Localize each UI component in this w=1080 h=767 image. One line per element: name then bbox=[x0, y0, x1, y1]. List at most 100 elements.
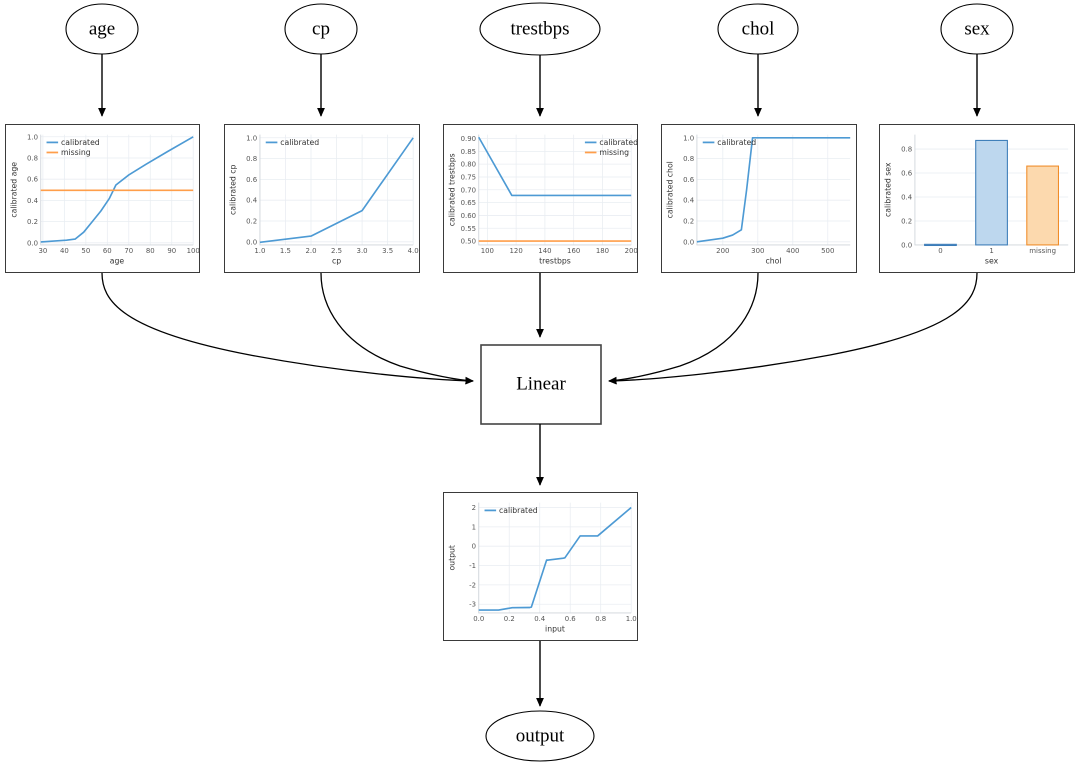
svg-text:0.0: 0.0 bbox=[473, 615, 484, 623]
svg-text:0.4: 0.4 bbox=[901, 194, 913, 202]
node-sex-label: sex bbox=[964, 18, 990, 39]
svg-text:0: 0 bbox=[472, 543, 476, 551]
svg-text:3.0: 3.0 bbox=[357, 247, 368, 255]
svg-text:0.55: 0.55 bbox=[461, 225, 476, 233]
svg-text:output: output bbox=[447, 545, 456, 570]
svg-text:0.6: 0.6 bbox=[901, 170, 912, 178]
svg-text:chol: chol bbox=[766, 256, 782, 265]
svg-text:80: 80 bbox=[146, 247, 155, 255]
svg-text:calibrated: calibrated bbox=[717, 138, 756, 147]
svg-text:0.2: 0.2 bbox=[901, 217, 912, 225]
svg-text:2: 2 bbox=[472, 504, 476, 512]
svg-text:calibrated: calibrated bbox=[599, 138, 637, 147]
edge-chart-age-to-linear bbox=[101, 272, 474, 385]
svg-text:calibrated cp: calibrated cp bbox=[228, 165, 237, 215]
svg-text:0.4: 0.4 bbox=[27, 197, 39, 205]
svg-text:180: 180 bbox=[596, 247, 609, 255]
svg-text:120: 120 bbox=[510, 247, 523, 255]
svg-text:0.70: 0.70 bbox=[461, 186, 476, 194]
node-cp-label: cp bbox=[312, 18, 330, 39]
svg-text:0.2: 0.2 bbox=[683, 218, 694, 226]
svg-text:missing: missing bbox=[61, 148, 91, 157]
svg-text:300: 300 bbox=[751, 247, 764, 255]
svg-text:calibrated sex: calibrated sex bbox=[883, 162, 892, 217]
svg-text:70: 70 bbox=[124, 247, 133, 255]
node-chol[interactable]: chol bbox=[717, 3, 799, 55]
svg-text:missing: missing bbox=[1029, 247, 1056, 255]
node-age[interactable]: age bbox=[65, 3, 139, 55]
svg-text:0.6: 0.6 bbox=[683, 176, 694, 184]
svg-text:0.4: 0.4 bbox=[246, 197, 258, 205]
svg-text:calibrated: calibrated bbox=[499, 506, 538, 515]
node-chol-label: chol bbox=[742, 18, 775, 39]
svg-text:1.0: 1.0 bbox=[683, 134, 694, 142]
node-linear[interactable]: Linear bbox=[480, 344, 602, 425]
svg-text:0.90: 0.90 bbox=[461, 135, 476, 143]
svg-text:0.4: 0.4 bbox=[683, 197, 695, 205]
svg-text:30: 30 bbox=[38, 247, 47, 255]
node-age-label: age bbox=[89, 18, 115, 39]
svg-text:1: 1 bbox=[989, 247, 993, 255]
svg-text:0.6: 0.6 bbox=[246, 176, 257, 184]
svg-text:200: 200 bbox=[716, 247, 729, 255]
svg-text:1.0: 1.0 bbox=[27, 133, 38, 141]
svg-text:calibrated: calibrated bbox=[280, 138, 319, 147]
svg-text:200: 200 bbox=[625, 247, 637, 255]
node-output[interactable]: output bbox=[485, 710, 595, 762]
svg-text:40: 40 bbox=[60, 247, 69, 255]
svg-text:3.5: 3.5 bbox=[382, 247, 393, 255]
svg-text:input: input bbox=[545, 624, 565, 633]
svg-text:0.8: 0.8 bbox=[595, 615, 606, 623]
node-trestbps[interactable]: trestbps bbox=[479, 2, 601, 56]
node-trestbps-label: trestbps bbox=[510, 18, 569, 39]
node-cp[interactable]: cp bbox=[284, 3, 358, 55]
svg-text:160: 160 bbox=[567, 247, 580, 255]
svg-text:0.8: 0.8 bbox=[683, 155, 694, 163]
svg-text:calibrated: calibrated bbox=[61, 138, 100, 147]
svg-text:0.50: 0.50 bbox=[461, 238, 476, 246]
svg-text:0.2: 0.2 bbox=[27, 218, 38, 226]
svg-text:50: 50 bbox=[81, 247, 90, 255]
svg-text:2.5: 2.5 bbox=[331, 247, 342, 255]
node-linear-label: Linear bbox=[516, 373, 566, 394]
svg-text:100: 100 bbox=[187, 247, 199, 255]
svg-text:0.0: 0.0 bbox=[246, 238, 257, 246]
svg-text:cp: cp bbox=[332, 256, 341, 265]
svg-text:sex: sex bbox=[985, 256, 999, 265]
svg-text:4.0: 4.0 bbox=[408, 247, 419, 255]
svg-text:90: 90 bbox=[167, 247, 176, 255]
svg-text:0.8: 0.8 bbox=[246, 155, 257, 163]
svg-text:0.8: 0.8 bbox=[27, 155, 38, 163]
svg-text:trestbps: trestbps bbox=[539, 256, 571, 265]
svg-text:1.5: 1.5 bbox=[280, 247, 291, 255]
svg-text:0.80: 0.80 bbox=[461, 161, 476, 169]
node-output-label: output bbox=[516, 725, 565, 746]
node-sex[interactable]: sex bbox=[940, 3, 1014, 55]
svg-text:1: 1 bbox=[472, 523, 476, 531]
svg-text:0.6: 0.6 bbox=[565, 615, 576, 623]
svg-text:calibrated age: calibrated age bbox=[9, 162, 18, 218]
svg-text:missing: missing bbox=[599, 148, 629, 157]
svg-text:age: age bbox=[110, 256, 125, 265]
svg-text:0.4: 0.4 bbox=[534, 615, 546, 623]
svg-text:-2: -2 bbox=[469, 581, 476, 589]
svg-text:60: 60 bbox=[103, 247, 112, 255]
edge-chart-cp-to-linear bbox=[320, 272, 474, 385]
svg-text:0.85: 0.85 bbox=[461, 148, 476, 156]
svg-text:0.0: 0.0 bbox=[901, 241, 912, 249]
svg-text:0.2: 0.2 bbox=[504, 615, 515, 623]
svg-text:0.8: 0.8 bbox=[901, 146, 912, 154]
svg-text:1.0: 1.0 bbox=[254, 247, 265, 255]
svg-text:0.2: 0.2 bbox=[246, 218, 257, 226]
svg-text:140: 140 bbox=[538, 247, 551, 255]
svg-text:0.0: 0.0 bbox=[683, 238, 694, 246]
edge-chart-sex-to-linear bbox=[608, 272, 978, 385]
